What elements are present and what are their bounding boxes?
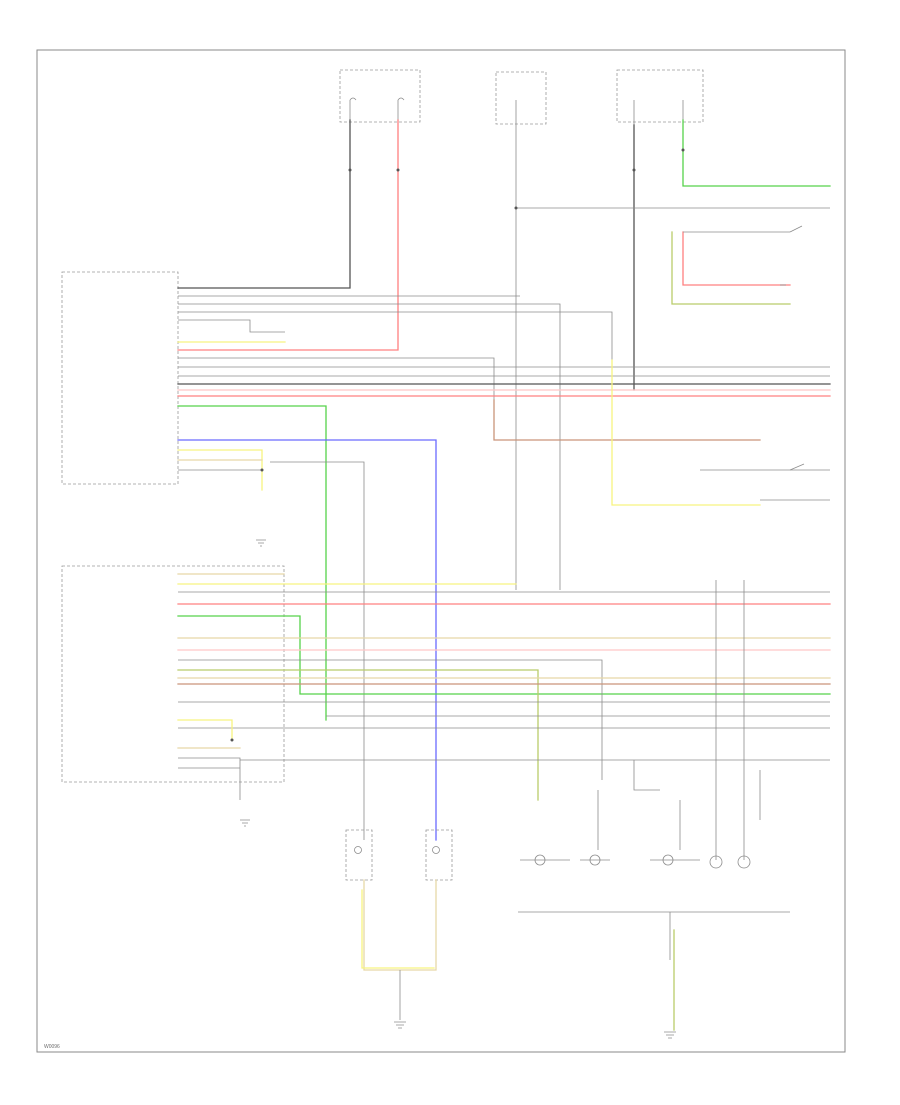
bulb-icon: [737, 855, 751, 869]
rear-control-unit-box: [61, 565, 285, 783]
wire-olive-right-3: [671, 231, 791, 305]
wire-gray-f6: [178, 357, 640, 441]
diagram-id: W0096: [44, 1044, 60, 1050]
wire-yellow-bottom-left: [361, 889, 435, 969]
wire-gray-f-low4: [270, 461, 365, 840]
wire-yellow-f-low1: [177, 449, 263, 491]
ground-icon: [394, 1021, 406, 1029]
wire-yellow-r-low1: [177, 719, 233, 741]
wire-red-feed: [177, 119, 399, 351]
wire-black-feed-1: [177, 119, 351, 289]
bulb-icon: [662, 854, 674, 866]
wire-tan-bottom-left: [363, 879, 437, 971]
wire-brown-f6: [493, 399, 761, 441]
wire-gray-r8: [178, 659, 603, 780]
bulb-icon: [432, 846, 440, 854]
bulb-icon: [354, 846, 362, 854]
diagram-frame: [36, 49, 846, 1053]
fuse-block-right: [616, 69, 704, 125]
splice-dot-icon: [230, 148, 685, 742]
wire-green-f12: [177, 405, 327, 721]
ground-icon: [664, 1031, 676, 1039]
bulb-icon: [534, 854, 546, 866]
wire-green-feed-right: [682, 119, 831, 187]
wire-gray-r-low3: [178, 757, 241, 800]
right-rear-lamp-group: [520, 854, 751, 869]
fuse-icon: [349, 97, 405, 101]
switch-icon: [780, 225, 805, 471]
wire-blue: [177, 439, 437, 841]
wire-olive-r9: [177, 669, 539, 801]
bulb-icon: [709, 855, 723, 869]
front-control-unit-box: [61, 271, 179, 485]
wire-red-right-2: [682, 231, 791, 286]
wire-gray-f2: [178, 303, 561, 590]
fuse-block-left: [339, 69, 421, 123]
wire-gray-drop-3: [633, 760, 660, 791]
bulb-icon: [589, 854, 601, 866]
wire-gray-f4: [178, 319, 285, 333]
ground-icon: [240, 539, 266, 827]
left-rear-lamp-group: [345, 829, 453, 881]
wire-green-r5: [177, 615, 831, 695]
fuse-block-center: [495, 71, 547, 125]
wire-yellow-sensor: [611, 359, 761, 506]
